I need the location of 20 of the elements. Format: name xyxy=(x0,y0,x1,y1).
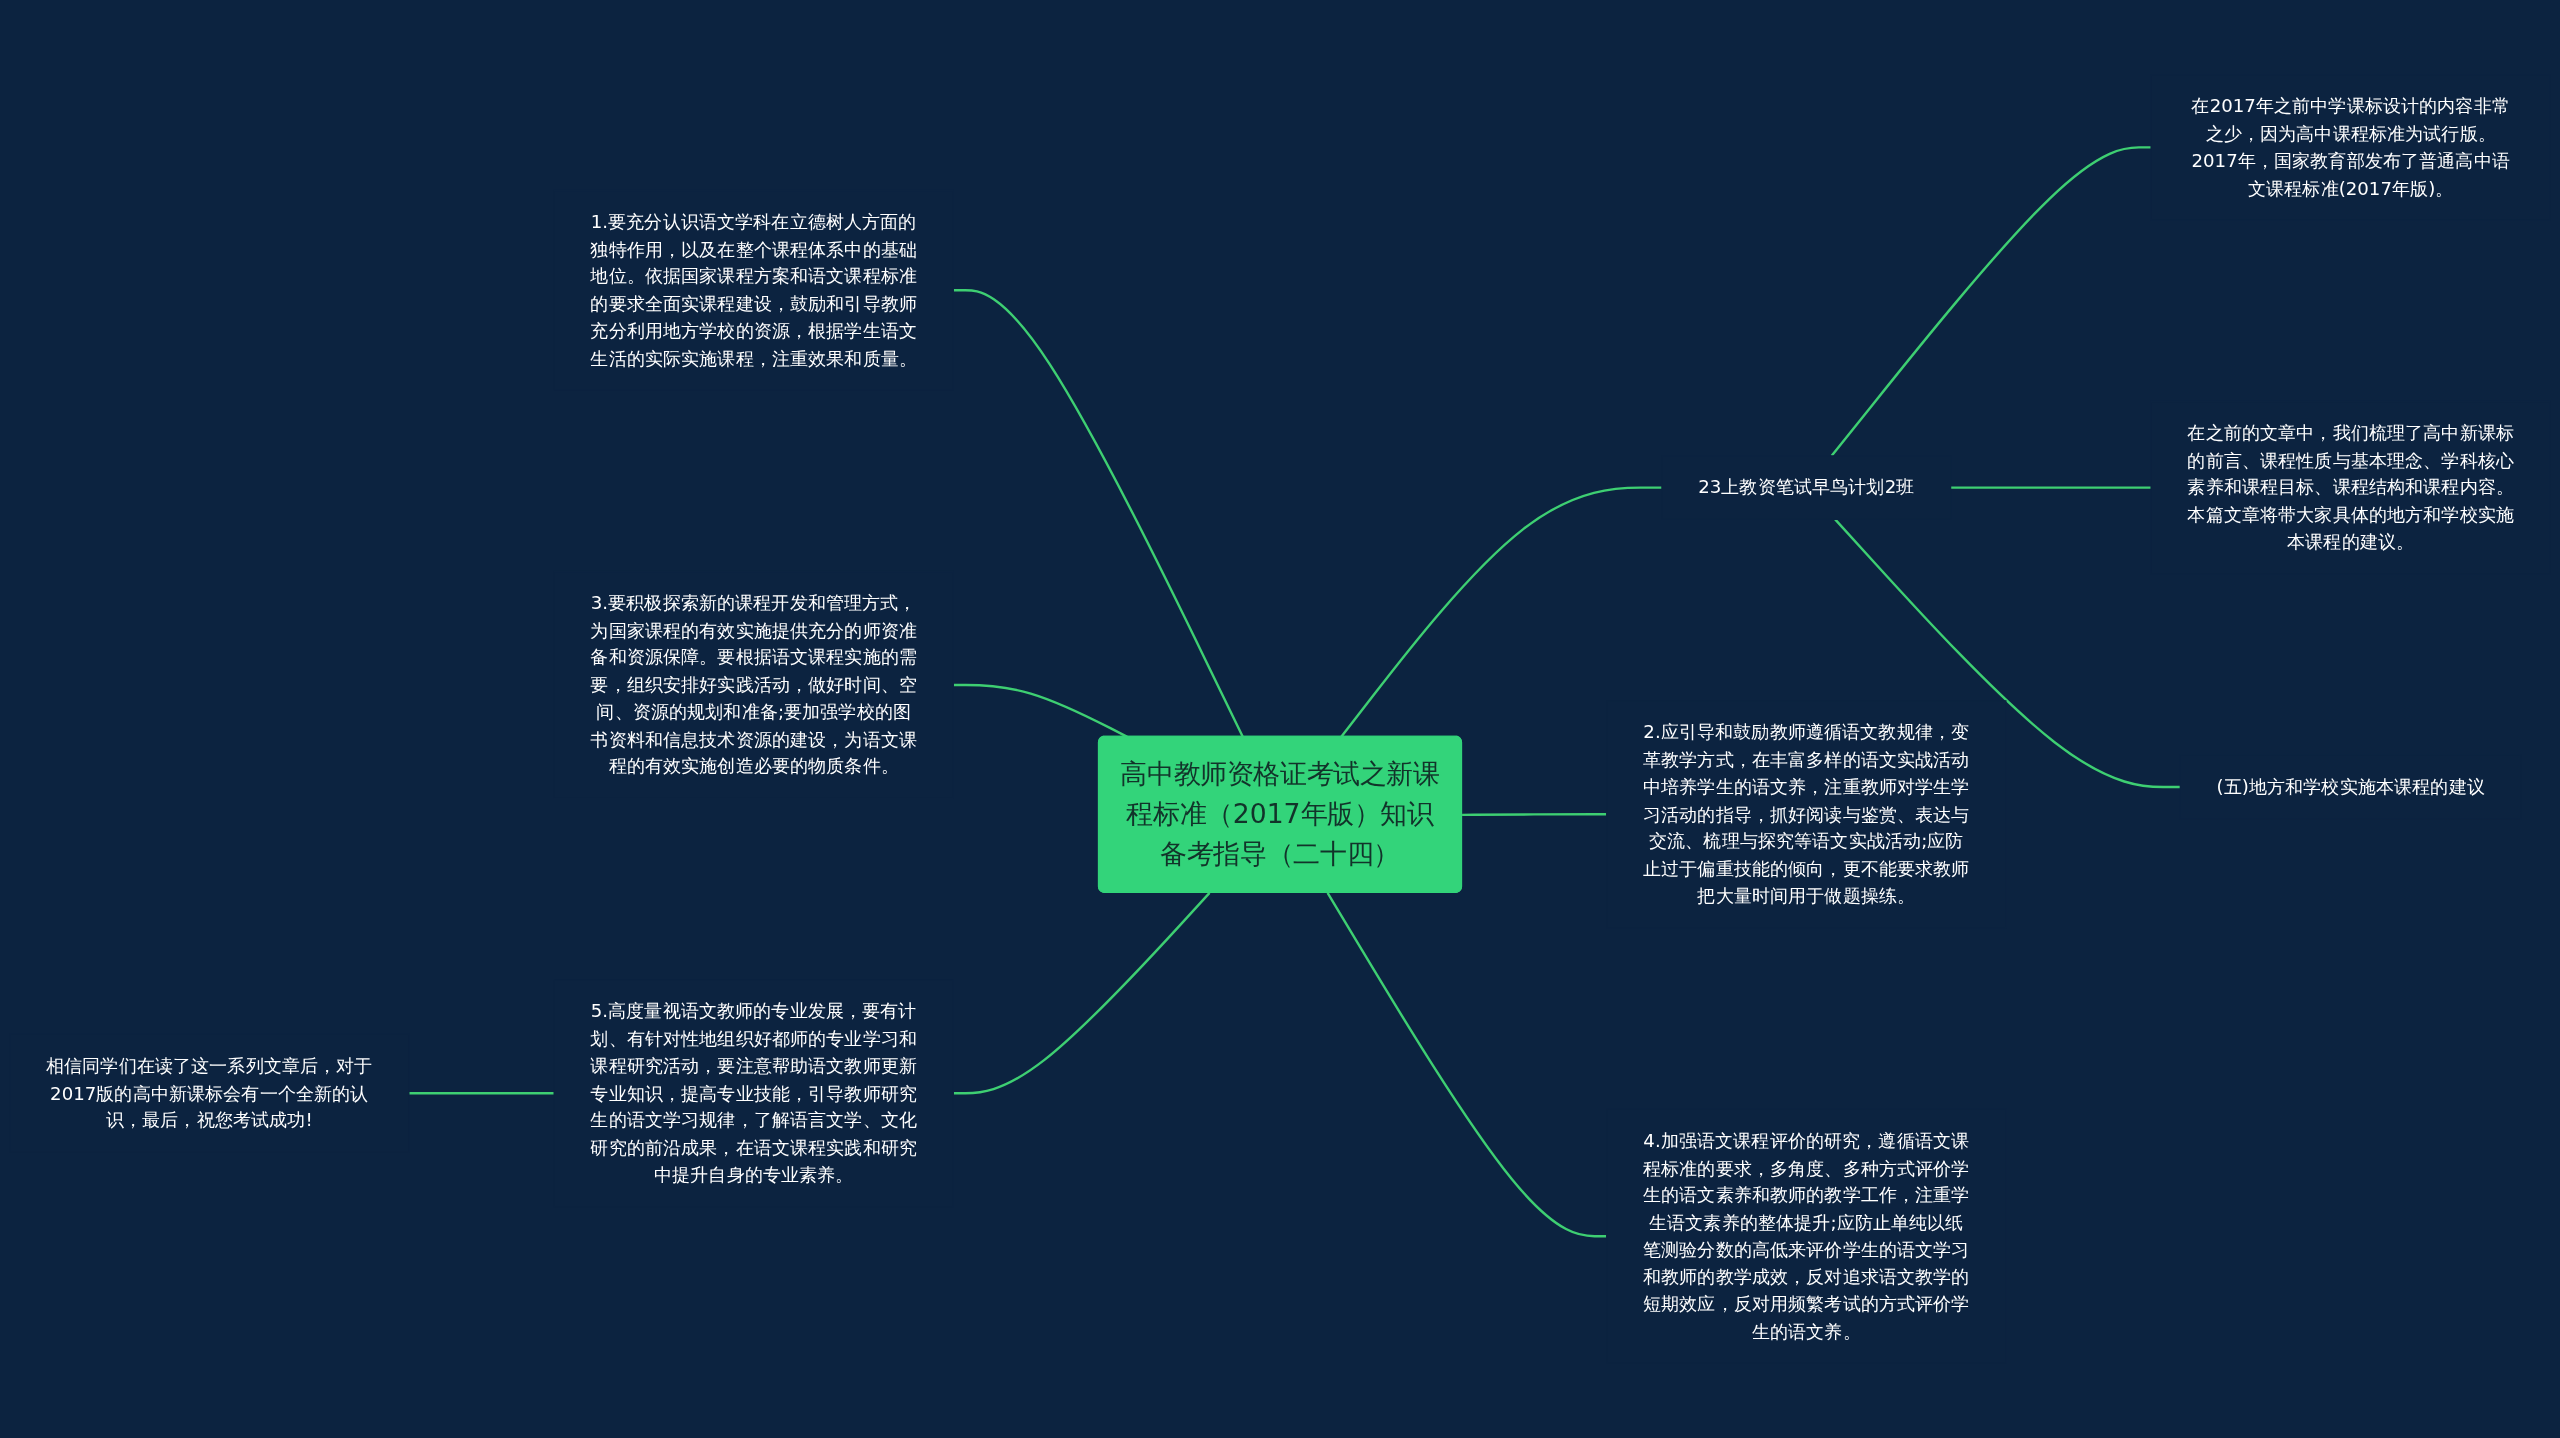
node-text: 23上教资笔试早鸟计划2班 xyxy=(1698,476,1915,499)
connector xyxy=(408,1092,555,1095)
connector xyxy=(1830,146,2152,457)
node-text: 5.高度量视语文教师的专业发展，要有计划、有针对性地组织好都师的专业学习和课程研究活动，要注意帮助语文教师更新专业知识，提高专业技能，引导教师研究生的语文学习规律，了解语言文学、文化研究的前沿成果，在语文课程实践和研究中提升自身的专业素养。 xyxy=(590,1000,918,1186)
node-text: 相信同学们在读了这一系列文章后，对于2017版的高中新课标会有一个全新的认识，最后，祝您考试成功! xyxy=(45,1054,373,1132)
node-text: 3.要积极探索新的课程开发和管理方式，为国家课程的有效实施提供充分的师资准备和资源保障。要根据语文课程实施的需要，组织安排好实践活动，做好时间、空间、资源的规划和准备;要加强学校的图书资料和信息技术资源的建设，为语文课程的有效实施创造必要的物质条件。 xyxy=(590,592,918,778)
connector xyxy=(1462,813,1607,817)
node-text: 4.加强语文课程评价的研究，遵循语文课程标准的要求，多角度、多种方式评价学生的语文素养和教师的教学工作，注重学生语文素养的整体提升;应防止单纯以纸笔测验分数的高低来评价学生的语文学习和教师的教学成效，反对追求语文教学的短期效应，反对用频繁考试的方式评价学生的语文养。 xyxy=(1642,1129,1970,1343)
connector xyxy=(1326,892,1607,1238)
node-text: 在2017年之前中学课标设计的内容非常之少，因为高中课程标准为试行版。2017年，国家教育部发布了普通高中语文课程标准(2017年版)。 xyxy=(2191,95,2510,199)
connector xyxy=(953,892,1211,1095)
connector xyxy=(953,683,1128,738)
connector xyxy=(1950,486,2152,489)
node-text: (五)地方和学校实施本课程的建议 xyxy=(2216,775,2485,798)
connector xyxy=(953,289,1244,738)
node-text: 1.要充分认识语文学科在立德树人方面的独特作用，以及在整个课程体系中的基础地位。依据国家课程方案和语文课程标准的要求全面实课程建设，鼓励和引导教师充分利用地方学校的资源，根据学生语文生活的实际实施课程，注重效果和质量。 xyxy=(590,211,918,369)
connector xyxy=(1340,486,1662,738)
node-text: 2.应引导和鼓励教师遵循语文教规律，变革教学方式，在丰富多样的语文实战活动中培养学生的语文养，注重教师对学生学习活动的指导，抓好阅读与鉴赏、表达与交流、梳理与探究等语文实战活动;应防止过于偏重技能的倾向，更不能要求教师把大量时间用于做题操练。 xyxy=(1642,721,1970,907)
connector xyxy=(1834,518,2181,789)
node-text: 在之前的文章中，我们梳理了高中新课标的前言、课程性质与基本理念、学科核心素养和课程目标、课程结构和课程内容。本篇文章将带大家具体的地方和学校实施本课程的建议。 xyxy=(2187,421,2515,553)
